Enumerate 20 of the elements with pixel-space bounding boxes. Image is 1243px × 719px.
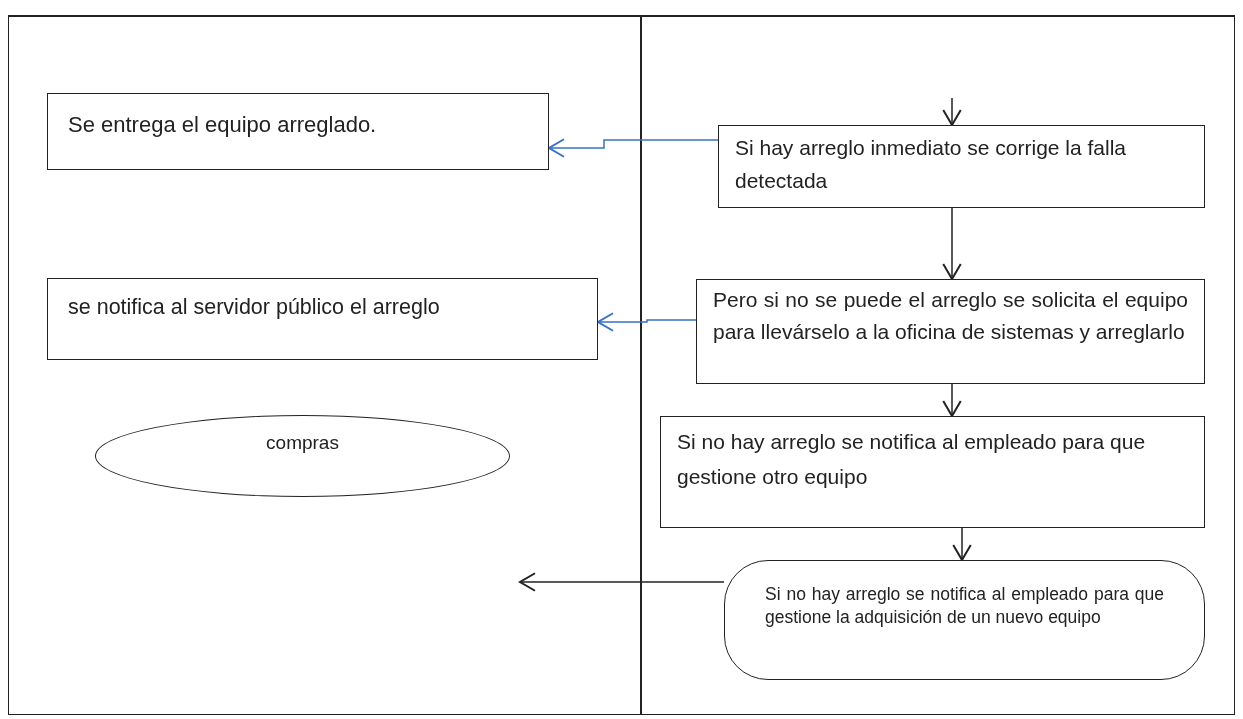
- process-box: [47, 93, 549, 170]
- process-box: [696, 279, 1205, 384]
- arrow: [597, 312, 697, 332]
- arrow: [942, 383, 962, 417]
- arrow: [942, 207, 962, 280]
- node-text: Se entrega el equipo arreglado.: [68, 111, 377, 139]
- arrow: [952, 527, 972, 561]
- node-text: Si no hay arreglo se notifica al empleado para que gestione la adquisición de un nuevo equipo: [765, 583, 1164, 629]
- arrow: [548, 138, 719, 158]
- arrow: [519, 572, 725, 592]
- node-text: Si no hay arreglo se notifica al empleado para que gestione otro equipo: [677, 429, 1147, 490]
- process-box: [47, 278, 598, 360]
- node-text: se notifica al servidor público el arreglo: [68, 294, 440, 321]
- process-box: [718, 125, 1205, 208]
- terminal-box: [724, 560, 1205, 680]
- node-text: Si hay arreglo inmediato se corrige la falla detectada: [735, 135, 1128, 194]
- node-text: Pero si no se puede el arreglo se solicita el equipo para llevárselo a la oficina de sistemas y arreglarlo: [713, 287, 1188, 345]
- process-box: [660, 416, 1205, 528]
- arrow: [942, 97, 962, 126]
- node-text: compras: [266, 431, 339, 455]
